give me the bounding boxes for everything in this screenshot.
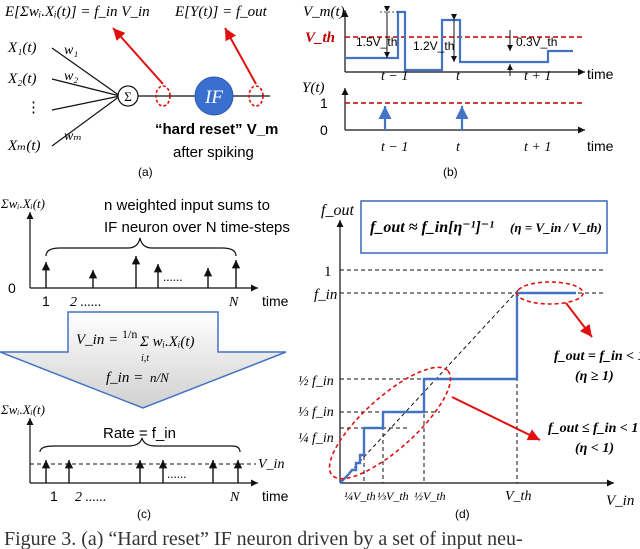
b-bottom-xtick-1: t − 1: [381, 140, 408, 155]
c-rate-label: Rate = f_in: [103, 425, 176, 442]
a-red-arrow-right: [224, 27, 257, 85]
c-bottom-ylabel: Σwᵢ.Xᵢ(t): [0, 402, 45, 417]
c-caption: (c): [137, 507, 151, 521]
c-fin-frac: n/N: [150, 370, 170, 385]
b-annotation-2: 1.2V_th: [413, 39, 454, 53]
d-diagonal: [339, 287, 521, 484]
b-top-xtick-1: t − 1: [381, 69, 408, 84]
panel-c: Σwᵢ.Xᵢ(t) n weighted input sums to IF ne…: [0, 196, 290, 521]
d-ytick-quarter: ¼ f_in: [298, 431, 334, 446]
d-callout-2-line2: (η < 1): [575, 441, 614, 456]
d-xtick-vth: V_th: [505, 489, 531, 504]
c-xtick-n: N: [228, 295, 239, 310]
c-vin-frac: 1/n: [122, 327, 137, 341]
c-ylabel: Σwᵢ.Xᵢ(t): [0, 196, 45, 211]
c-vin-sum: Σ wᵢ.Xᵢ(t): [139, 334, 195, 350]
c-bottom-xtick-n: N: [229, 490, 240, 505]
a-probe-input: [155, 85, 171, 107]
a-edge-m: [51, 95, 121, 147]
a-weight-2: w₂: [64, 69, 78, 84]
d-formula-main: f_out ≈ f_in[η⁻¹]⁻¹: [370, 219, 494, 236]
b-bottom-xlabel: time: [587, 138, 614, 154]
b-ytick-0: 0: [320, 122, 328, 138]
c-xtick-1: 1: [42, 293, 50, 309]
d-ellipse-lower: [328, 366, 452, 480]
d-formula-eta: (η = V_in / V_th): [510, 220, 602, 235]
d-ytick-half: ½ f_in: [298, 374, 334, 389]
b-bottom-xtick-2: t: [456, 140, 461, 155]
a-edge-3: [51, 95, 121, 111]
b-caption: (b): [443, 165, 458, 179]
c-fin-lhs: f_in =: [106, 370, 143, 386]
a-if-neuron: [194, 76, 234, 116]
a-input-2: X₂(t): [7, 71, 37, 87]
figure-caption: Figure 3. (a) “Hard reset” IF neuron dri…: [4, 528, 523, 549]
c-bottom-xlabel: time: [262, 488, 289, 504]
a-input-m: Xₘ(t): [7, 138, 41, 154]
d-callout-2-line1: f_out ≤ f_in < 1: [548, 421, 638, 436]
d-ytick-fin: f_in: [314, 287, 337, 303]
d-xtick-third: ⅓V_th: [377, 489, 409, 503]
b-threshold-label: V_th: [305, 30, 335, 46]
c-brace: [45, 237, 237, 257]
b-membrane-trace: [345, 10, 573, 72]
d-xlabel: V_in: [606, 493, 634, 509]
d-ellipse-upper: [516, 281, 584, 305]
a-edge-1: [51, 47, 121, 97]
c-down-arrow: [0, 311, 287, 409]
d-arrow-lower: [451, 396, 541, 441]
panel-a: E[Σwᵢ.Xᵢ(t)] = f_in V_in E[Y(t)] = f_out…: [4, 4, 278, 179]
c-bottom-xtick-2: 2 ......: [75, 490, 107, 505]
a-red-arrow-left: [112, 27, 164, 85]
b-annotation-3: 0.3V_th: [516, 35, 557, 49]
d-callout-1-line1: f_out = f_in < 1: [554, 349, 640, 364]
c-bottom-xtick-1: 1: [50, 488, 58, 504]
c-vin-sub: i,t: [141, 353, 149, 364]
a-formula-right: E[Y(t)] = f_out: [174, 4, 268, 20]
a-reset-line1: “hard reset” V_m: [155, 121, 278, 138]
a-sum-symbol: Σ: [124, 89, 132, 104]
b-ytick-1: 1: [320, 95, 328, 111]
panel-b: V_m(t) time V_th 1.5V_th 1.2V_th 0.3V_th…: [302, 4, 614, 179]
d-callout-1-line2: (η ≥ 1): [575, 369, 614, 384]
a-probe-output: [248, 85, 264, 107]
c-bottom-brace: [39, 437, 241, 453]
a-caption: (a): [138, 165, 153, 179]
a-reset-line2: after spiking: [173, 144, 254, 161]
a-if-label: IF: [204, 87, 223, 108]
d-arrow-upper: [565, 302, 593, 338]
panel-d: f_out f_out ≈ f_in[η⁻¹]⁻¹ (η = V_in / V_…: [298, 200, 640, 521]
c-xtick-2: 2 ......: [70, 295, 102, 310]
b-bottom-xtick-3: t + 1: [524, 140, 551, 155]
b-bottom-ylabel: Y(t): [302, 80, 325, 96]
d-ytick-third: ⅓ f_in: [298, 405, 334, 420]
b-top-xtick-2: t: [456, 69, 461, 84]
c-note-line2: IF neuron over N time-steps: [104, 219, 290, 236]
d-xtick-half: ½V_th: [414, 489, 446, 503]
c-dots-mid: ......: [163, 269, 183, 284]
c-note-line1: n weighted input sums to: [104, 197, 270, 214]
a-input-dots: ⋮: [26, 100, 41, 116]
b-top-ylabel: V_m(t): [303, 4, 345, 20]
a-input-1: X₁(t): [7, 40, 37, 56]
a-weight-m: wₘ: [64, 129, 82, 144]
b-top-xtick-3: t + 1: [524, 69, 551, 84]
d-formula-box: [360, 200, 608, 254]
c-bottom-dots: ......: [167, 466, 187, 481]
c-origin: 0: [8, 280, 16, 296]
a-weight-1: w₁: [64, 43, 78, 58]
a-edge-2: [51, 78, 121, 97]
b-annotation-1: 1.5V_th: [356, 35, 397, 49]
d-staircase: [339, 291, 576, 484]
c-vin-lhs: V_in =: [76, 332, 118, 348]
c-xlabel: time: [262, 293, 289, 309]
a-formula-left: E[Σwᵢ.Xᵢ(t)] = f_in V_in: [4, 4, 150, 20]
d-xtick-quarter: ¼V_th: [344, 489, 376, 503]
c-vin-label: V_in: [258, 457, 284, 472]
d-ytick-one: 1: [324, 264, 332, 280]
d-ylabel: f_out: [321, 202, 354, 219]
d-caption: (d): [455, 507, 470, 521]
b-top-xlabel: time: [587, 66, 614, 82]
